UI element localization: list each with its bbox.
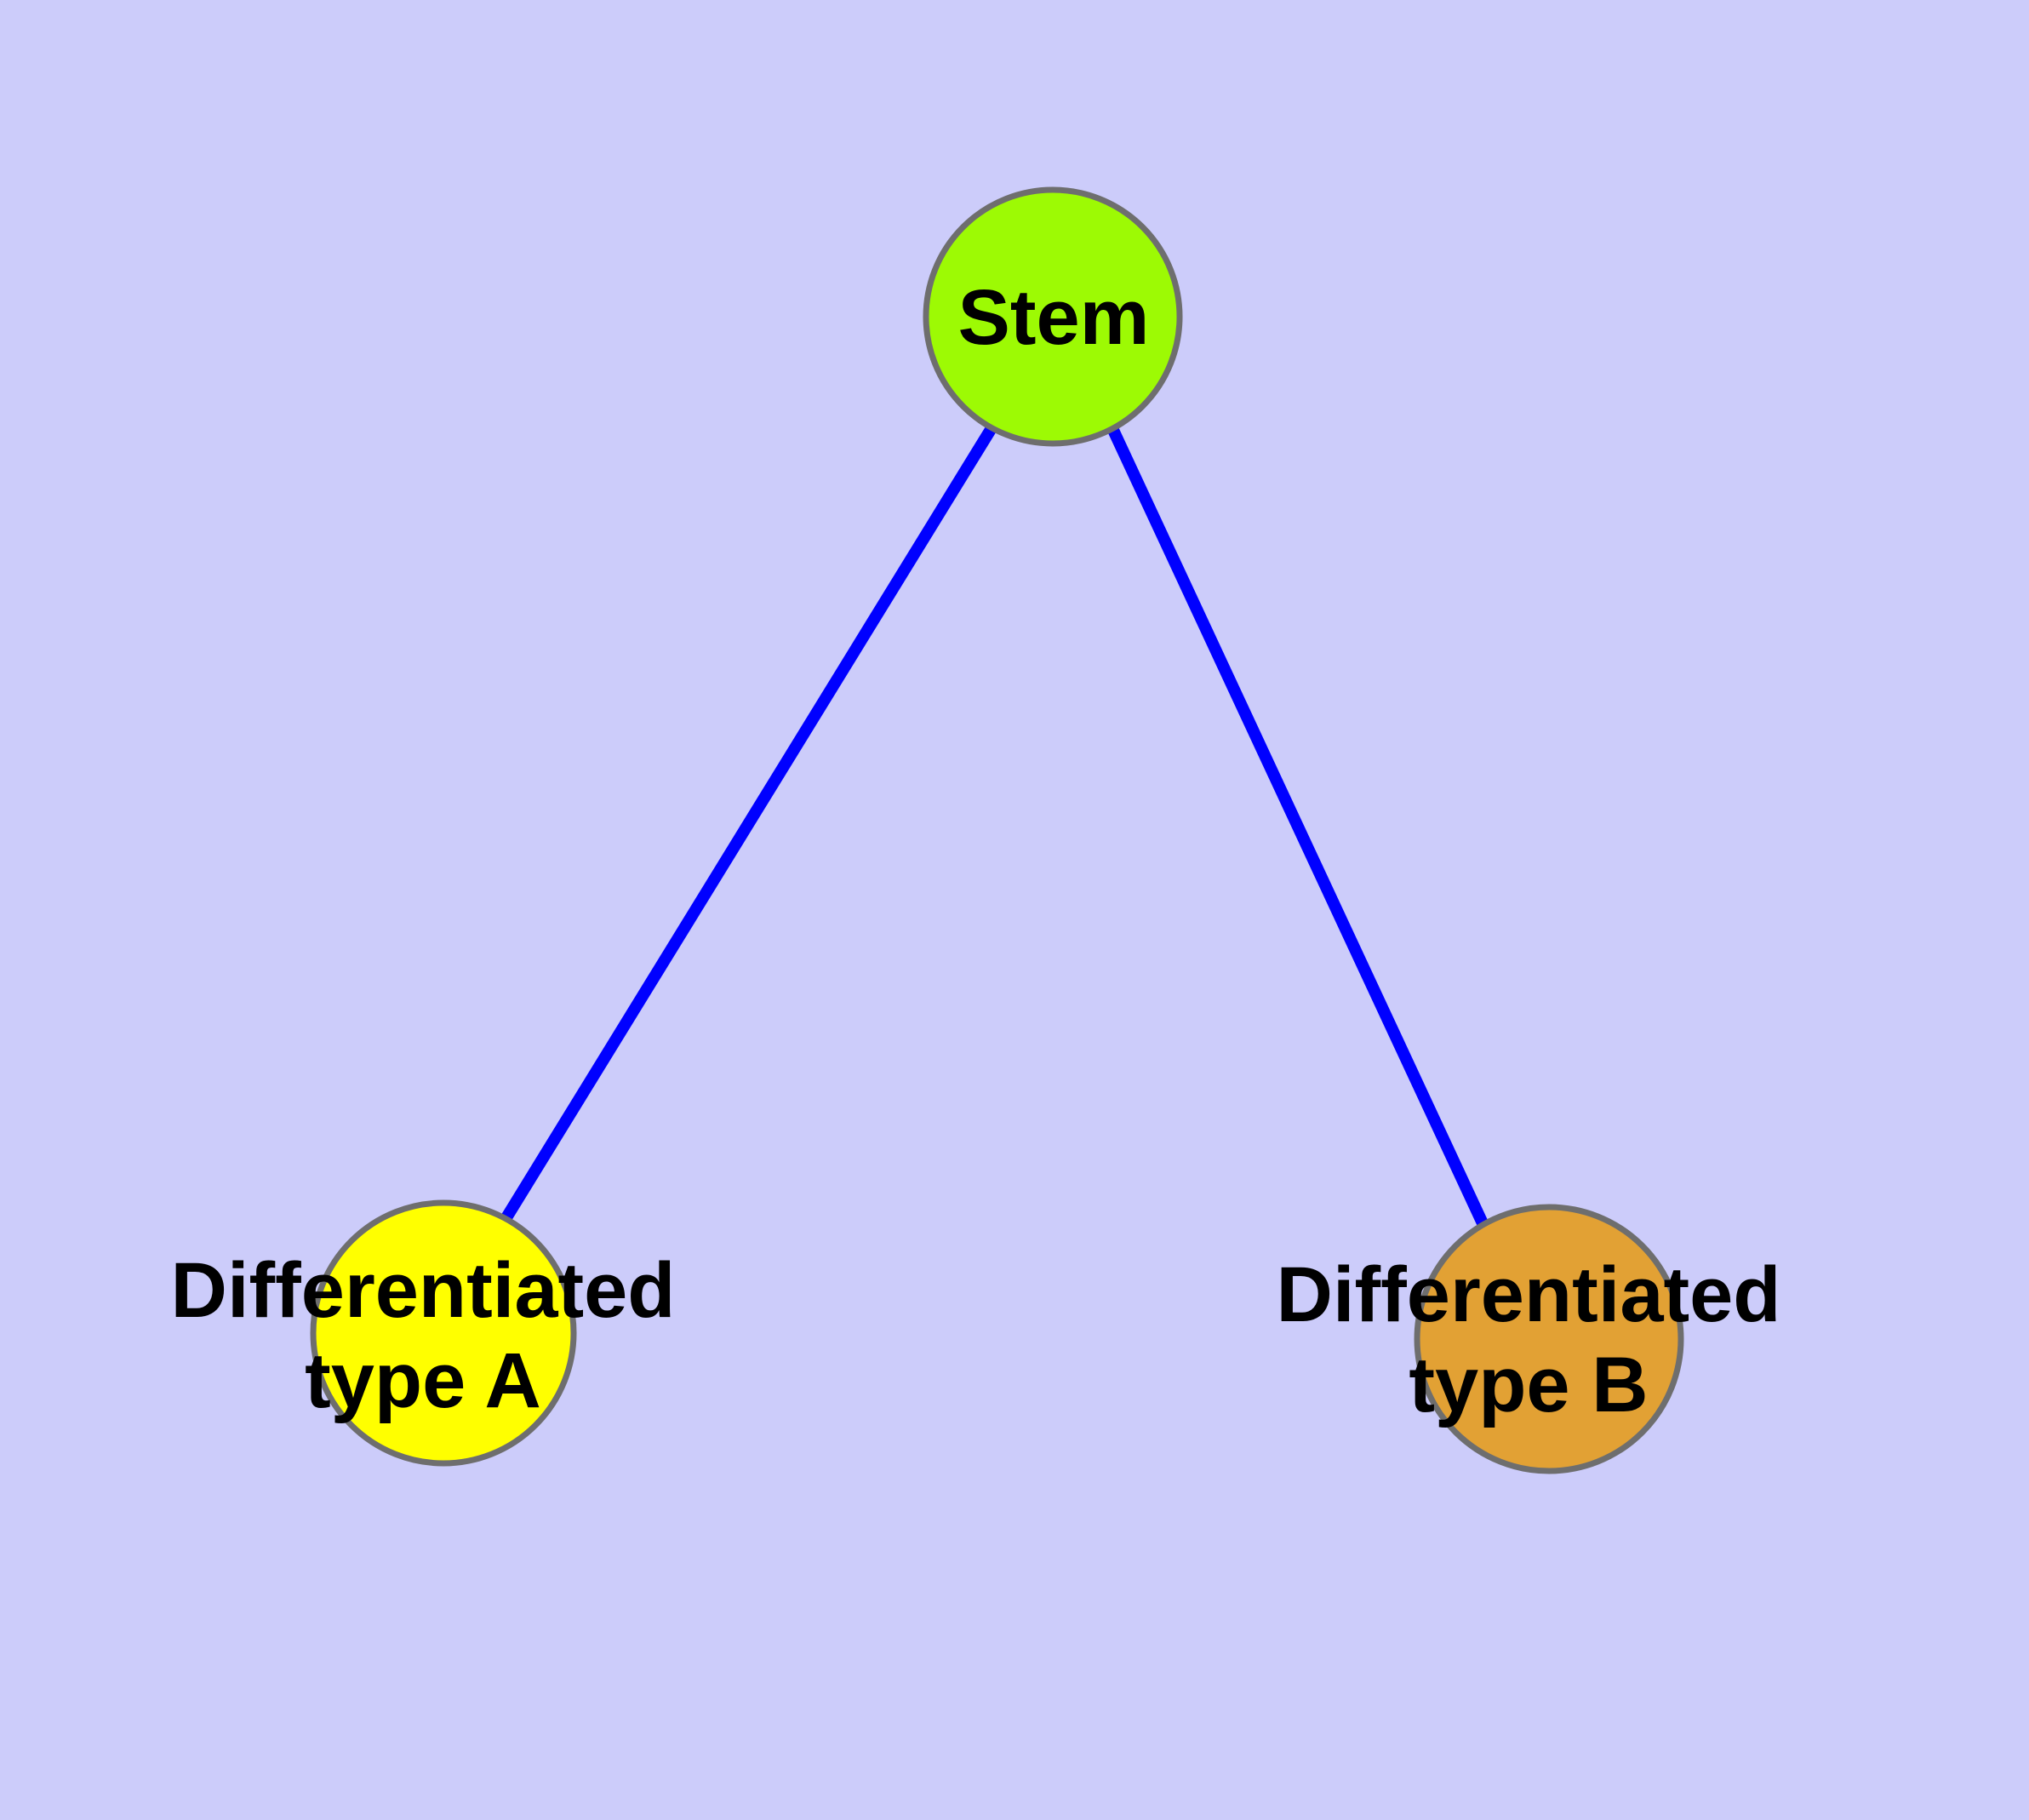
edge-layer — [500, 425, 1489, 1226]
node-label-line: Differentiated — [171, 1247, 676, 1334]
node-label-stem: Stem — [958, 274, 1150, 361]
graph-edge-stem-to-diff-a — [500, 425, 997, 1222]
graph-node-stem[interactable] — [923, 186, 1183, 447]
node-label-line: type B — [1409, 1342, 1648, 1428]
node-layer — [310, 186, 1684, 1474]
graph-node-diff_b[interactable] — [1414, 1204, 1684, 1474]
node-label-line: type A — [305, 1337, 541, 1424]
node-label-line: Differentiated — [1277, 1251, 1781, 1338]
graph-node-diff_a[interactable] — [310, 1199, 577, 1467]
node-label-line: Stem — [958, 274, 1150, 361]
graph-edge-stem-to-diff-b — [1106, 426, 1489, 1226]
